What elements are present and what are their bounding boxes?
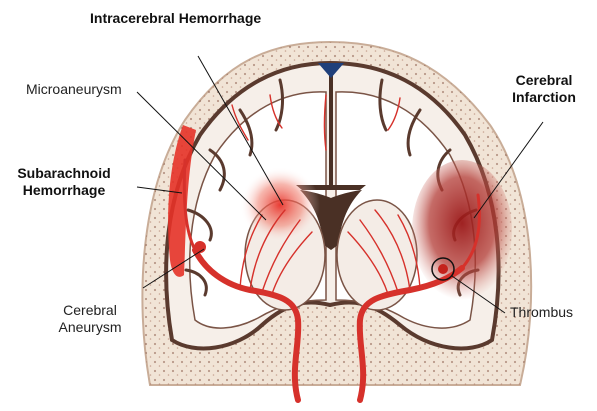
label-cerebral-infarction-line1: Cerebral <box>508 72 580 89</box>
label-thrombus: Thrombus <box>510 304 573 321</box>
infarction-area <box>412 160 512 300</box>
label-microaneurysm: Microaneurysm <box>26 81 122 98</box>
label-intracerebral-hemorrhage: Intracerebral Hemorrhage <box>90 10 261 27</box>
label-cerebral-aneurysm-line2: Aneurysm <box>50 319 130 336</box>
label-cerebral-infarction-line2: Infarction <box>508 89 580 106</box>
label-cerebral-infarction: Cerebral Infarction <box>508 72 580 106</box>
label-cerebral-aneurysm-line1: Cerebral <box>50 302 130 319</box>
label-cerebral-aneurysm: Cerebral Aneurysm <box>50 302 130 336</box>
label-subarachnoid-line1: Subarachnoid <box>14 165 114 182</box>
intracerebral-hemorrhage-area <box>240 167 320 243</box>
label-subarachnoid-line2: Hemorrhage <box>14 182 114 199</box>
label-subarachnoid-hemorrhage: Subarachnoid Hemorrhage <box>14 165 114 199</box>
